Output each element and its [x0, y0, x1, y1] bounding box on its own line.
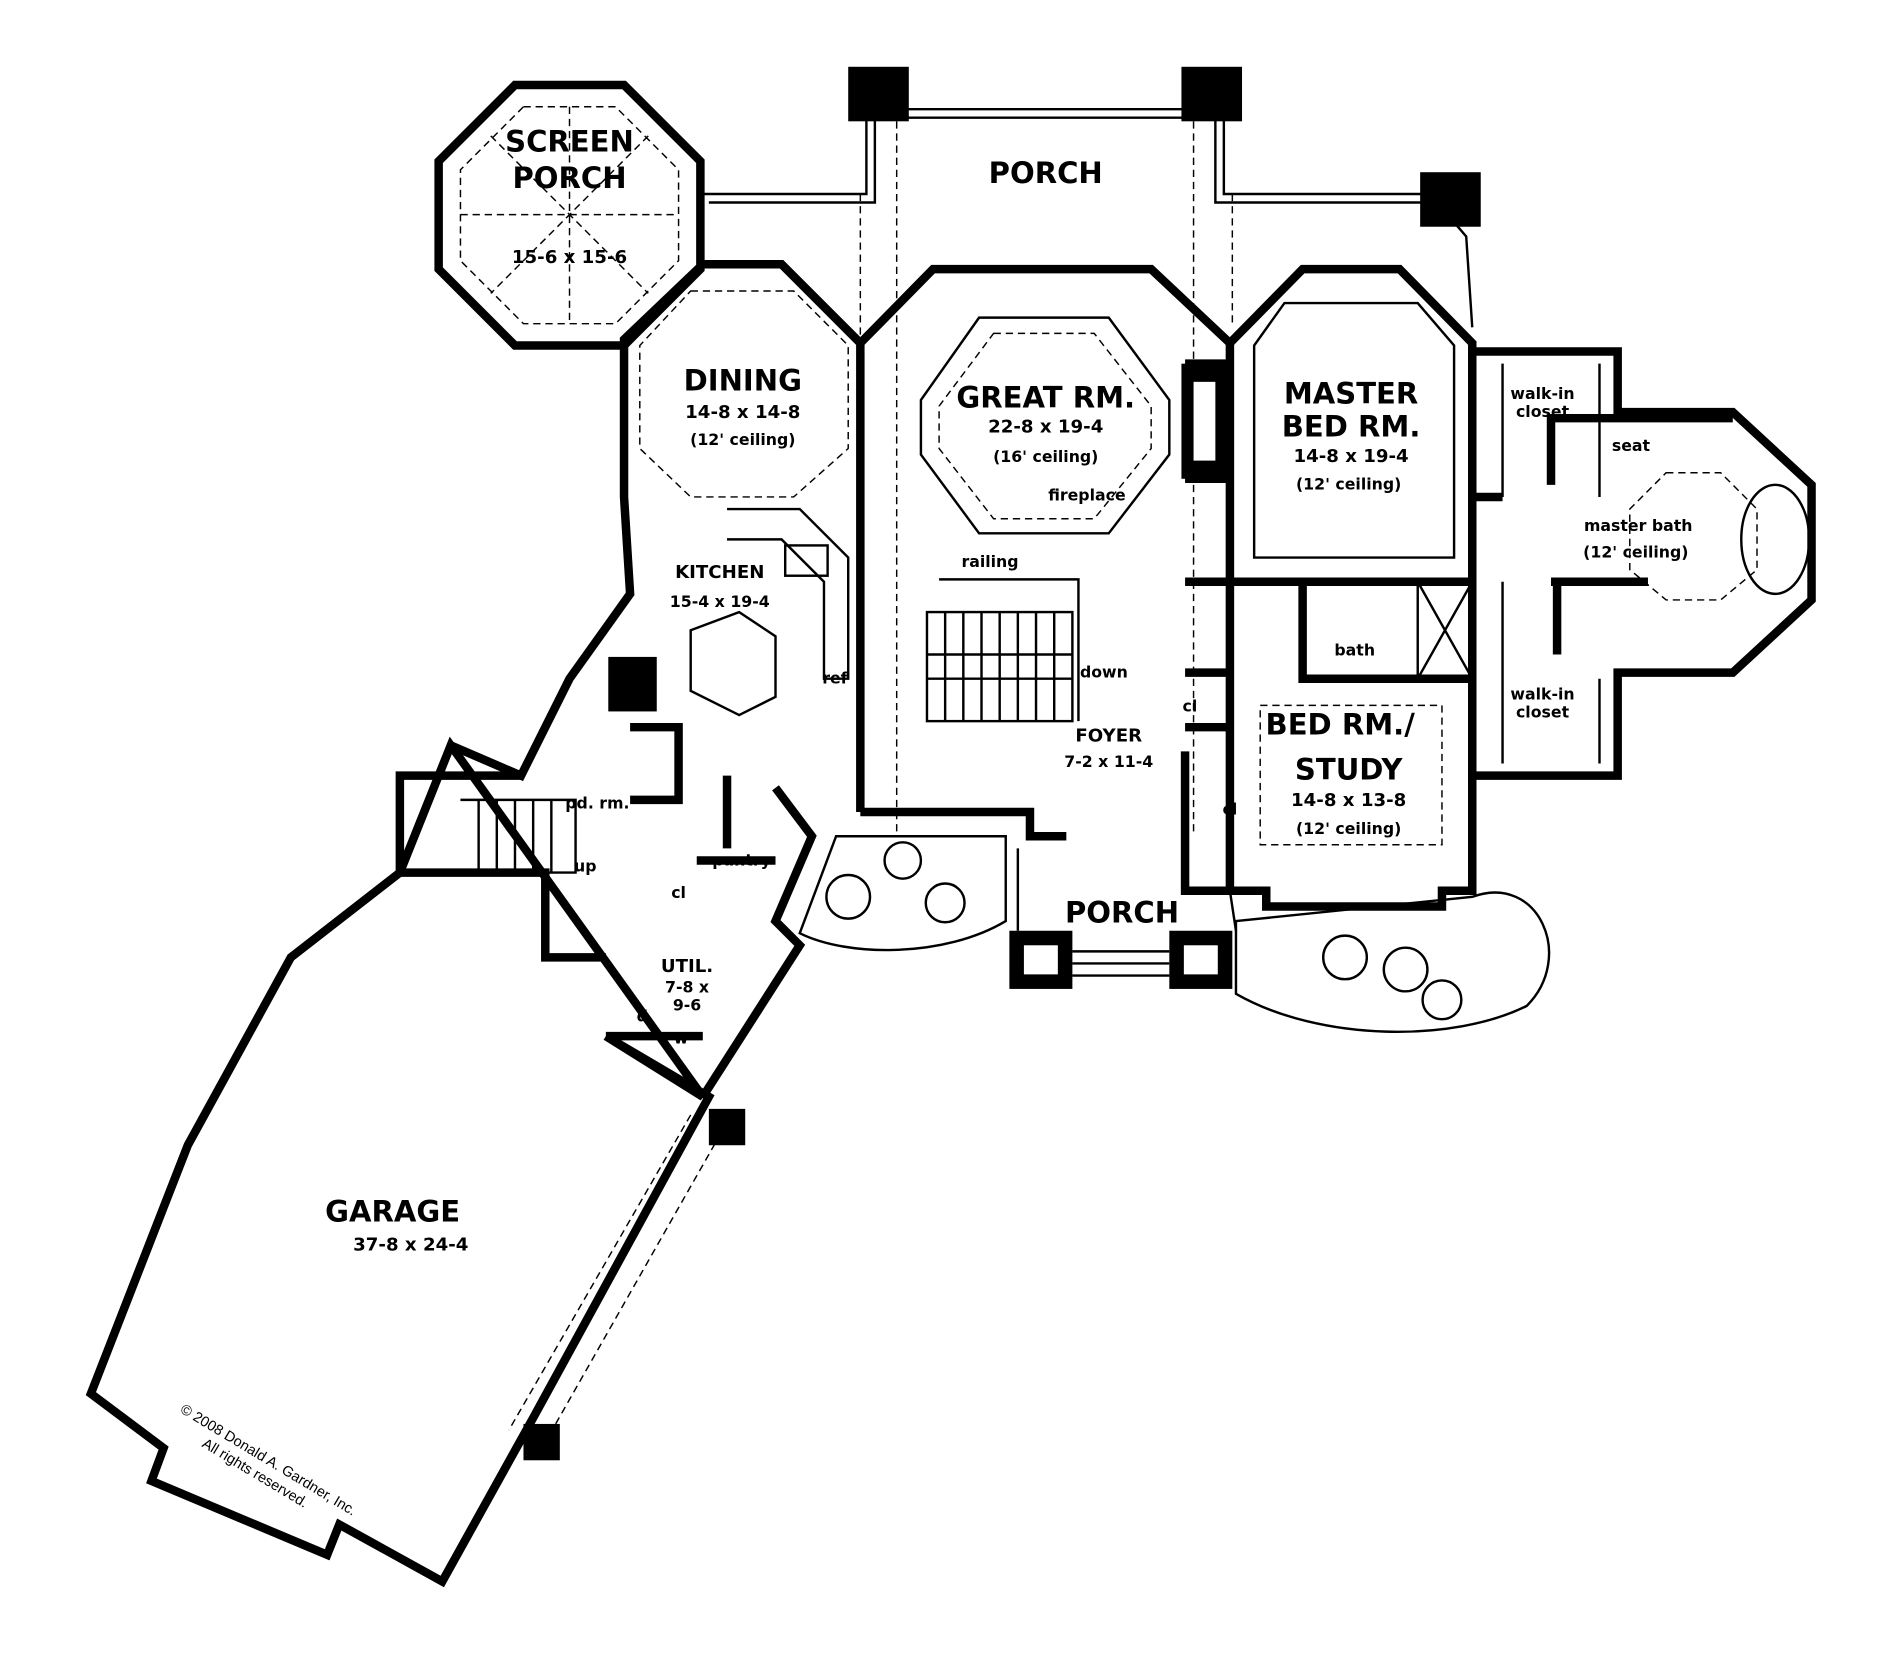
walk-in-closet-top-2: closet: [1516, 402, 1570, 421]
kitchen-label: KITCHEN: [675, 562, 764, 583]
dining-ceiling: (12' ceiling): [690, 430, 795, 449]
room-labels: SCREEN PORCH 15-6 x 15-6 PORCH DINING 14…: [325, 125, 1692, 1256]
bed-study-ceiling: (12' ceiling): [1296, 819, 1401, 838]
railing-label: railing: [961, 552, 1018, 571]
bed-study-label-2: STUDY: [1295, 752, 1403, 786]
master-bed-ceiling: (12' ceiling): [1296, 475, 1401, 494]
master-bath-label: master bath: [1584, 516, 1693, 535]
walk-in-closet-bottom-2: closet: [1516, 702, 1570, 721]
landscaping: [798, 835, 1551, 1033]
copyright: © 2008 Donald A. Gardner, Inc. All right…: [177, 1402, 359, 1520]
ref-label: ref: [822, 669, 847, 688]
garage-label: GARAGE: [325, 1195, 460, 1229]
walk-in-closet-top-1: walk-in: [1510, 384, 1574, 403]
great-room-size: 22-8 x 19-4: [988, 417, 1103, 438]
walk-in-closet-bottom-1: walk-in: [1510, 684, 1574, 703]
ceiling-outlines: [639, 290, 1811, 846]
dining-size: 14-8 x 14-8: [685, 402, 800, 423]
front-porch: [1009, 848, 1238, 989]
bed-study-label-1: BED RM./: [1266, 707, 1416, 741]
garage-size: 37-8 x 24-4: [353, 1235, 468, 1256]
dining-label: DINING: [684, 363, 802, 397]
bath-label: bath: [1334, 641, 1375, 660]
dryer-label: d: [637, 1007, 648, 1026]
great-room-ceiling: (16' ceiling): [993, 447, 1098, 466]
util-label: UTIL.: [661, 956, 713, 977]
great-room-label: GREAT RM.: [956, 380, 1135, 414]
rear-porch-label: PORCH: [989, 156, 1103, 190]
down-label: down: [1080, 663, 1128, 682]
garage: [85, 736, 746, 1588]
washer-label: w: [674, 1028, 689, 1047]
main-stairs[interactable]: [925, 578, 1080, 723]
powder-room-label: pd. rm.: [565, 793, 629, 812]
foyer-closet-label: cl: [1183, 696, 1198, 715]
kitchen-fixtures: [608, 507, 850, 717]
screen-porch-size: 15-6 x 15-6: [512, 247, 627, 268]
master-bath-ceiling: (12' ceiling): [1583, 543, 1688, 562]
util-size-1: 7-8 x: [665, 978, 709, 997]
screen-porch-label-1: SCREEN: [505, 125, 634, 159]
fireplace: [1181, 363, 1230, 479]
fireplace-label: fireplace: [1048, 486, 1125, 505]
kitchen-size: 15-4 x 19-4: [670, 592, 770, 611]
master-bed-label-2: BED RM.: [1282, 409, 1421, 443]
bed-study-size: 14-8 x 13-8: [1291, 790, 1406, 811]
screen-porch-label-2: PORCH: [512, 161, 626, 195]
interior-walls: [395, 359, 1733, 1041]
up-label: up: [574, 856, 597, 875]
foyer-size: 7-2 x 11-4: [1064, 752, 1153, 771]
pantry-closet-label: cl: [671, 883, 686, 902]
front-porch-label: PORCH: [1065, 895, 1179, 929]
master-bed-label-1: MASTER: [1284, 377, 1418, 411]
rear-porch: [700, 66, 1481, 837]
pantry-label: pantry: [712, 850, 771, 869]
util-size-2: 9-6: [673, 996, 701, 1015]
master-bed-size: 14-8 x 19-4: [1293, 446, 1408, 467]
foyer-label: FOYER: [1075, 726, 1142, 747]
study-closet-label: cl: [1223, 799, 1238, 818]
seat-label: seat: [1612, 436, 1651, 455]
exterior-walls: [449, 260, 1816, 1100]
